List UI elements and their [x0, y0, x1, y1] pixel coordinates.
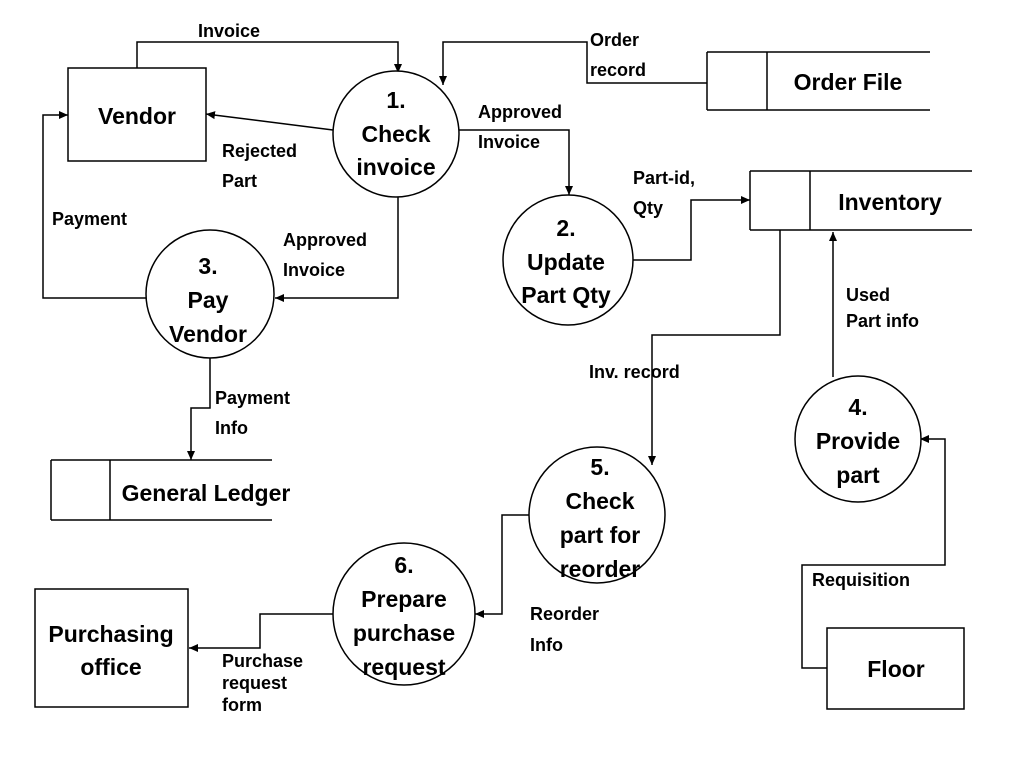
datastore-order-file: Order File: [706, 51, 930, 111]
process-4-line1: Provide: [816, 428, 900, 454]
datastore-order-file-label: Order File: [794, 69, 903, 95]
process-4-number: 4.: [848, 394, 867, 420]
flow-invoice-label: Invoice: [198, 21, 260, 41]
process-1-line1: Check: [361, 121, 430, 147]
entity-floor-label: Floor: [867, 656, 925, 682]
entity-vendor: Vendor: [67, 67, 207, 162]
datastore-inventory-label: Inventory: [838, 189, 942, 215]
process-4-provide-part: 4. Provide part: [794, 375, 922, 503]
flow-order-record-line: [439, 41, 707, 85]
datastore-general-ledger: General Ledger: [50, 459, 291, 521]
process-2-line2: Part Qty: [521, 282, 611, 308]
process-6-number: 6.: [394, 552, 413, 578]
process-3-number: 3.: [198, 253, 217, 279]
process-6-line2: purchase: [353, 620, 455, 646]
process-5-line3: reorder: [560, 556, 641, 582]
process-3-line1: Pay: [188, 287, 229, 313]
entity-purchasing-office: Purchasing office: [34, 588, 189, 708]
flow-approved-invoice-2-label-line2: Invoice: [283, 260, 345, 280]
flow-payment-info-label-line1: Payment: [215, 388, 290, 408]
flow-rejected-part-line: [205, 111, 334, 131]
flow-part-id-qty-label-line1: Part-id,: [633, 168, 695, 188]
flow-inv-record-line: [648, 230, 781, 465]
datastore-general-ledger-label: General Ledger: [122, 480, 291, 506]
process-5-check-part-for-reorder: 5. Check part for reorder: [528, 446, 666, 584]
flow-purchase-request-form-label-line1: Purchase: [222, 651, 303, 671]
flow-order-record-label-line1: Order: [590, 30, 639, 50]
flow-used-part-info-label-line2: Part info: [846, 311, 919, 331]
flow-approved-invoice-p2-line: [459, 129, 573, 195]
entity-floor: Floor: [826, 627, 965, 710]
flow-purchase-request-form-label-line3: form: [222, 695, 262, 715]
flow-inv-record-label: Inv. record: [589, 362, 680, 382]
flow-invoice-line: [136, 41, 402, 73]
process-4-line2: part: [836, 462, 880, 488]
flow-approved-invoice-p3-line: [275, 196, 399, 302]
flow-used-part-info-label-line1: Used: [846, 285, 890, 305]
datastore-inventory: Inventory: [749, 170, 972, 231]
flow-order-record-label-line2: record: [590, 60, 646, 80]
flow-payment-label: Payment: [52, 209, 127, 229]
flow-payment-line: [42, 111, 147, 299]
process-5-line2: part for: [560, 522, 641, 548]
flow-requisition-label: Requisition: [812, 570, 910, 590]
flow-approved-invoice-1-label-line1: Approved: [478, 102, 562, 122]
process-5-number: 5.: [590, 454, 609, 480]
flow-purchase-request-form-line: [189, 613, 333, 652]
flow-payment-info-line: [187, 356, 211, 460]
flow-reorder-info-line: [475, 514, 530, 618]
flow-rejected-part-label-line2: Part: [222, 171, 257, 191]
process-6-line3: request: [362, 654, 445, 680]
flow-approved-invoice-1-label-line2: Invoice: [478, 132, 540, 152]
flow-reorder-info-label-line2: Info: [530, 635, 563, 655]
process-1-number: 1.: [386, 87, 405, 113]
flow-approved-invoice-2-label-line1: Approved: [283, 230, 367, 250]
process-6-prepare-purchase-request: 6. Prepare purchase request: [332, 542, 476, 686]
process-1-line2: invoice: [356, 154, 435, 180]
process-3-pay-vendor: 3. Pay Vendor: [145, 229, 275, 359]
entity-purchasing-label-line1: Purchasing: [48, 621, 173, 647]
flow-rejected-part-label-line1: Rejected: [222, 141, 297, 161]
process-2-update-part-qty: 2. Update Part Qty: [502, 194, 634, 326]
flow-payment-info-label-line2: Info: [215, 418, 248, 438]
process-2-number: 2.: [556, 215, 575, 241]
flow-part-id-qty-line: [632, 196, 750, 261]
flow-requisition-line: [801, 435, 946, 669]
process-3-line2: Vendor: [169, 321, 247, 347]
entity-vendor-label: Vendor: [98, 103, 176, 129]
flow-reorder-info-label-line1: Reorder: [530, 604, 599, 624]
flow-purchase-request-form-label-line2: request: [222, 673, 287, 693]
flow-labels: Invoice Order record Rejected Part Appro…: [52, 21, 919, 715]
process-2-line1: Update: [527, 249, 605, 275]
entity-purchasing-label-line2: office: [80, 654, 141, 680]
process-1-check-invoice: 1. Check invoice: [332, 70, 460, 198]
flow-lines: [42, 41, 946, 669]
flow-part-id-qty-label-line2: Qty: [633, 198, 663, 218]
process-6-line1: Prepare: [361, 586, 447, 612]
process-5-line1: Check: [565, 488, 634, 514]
